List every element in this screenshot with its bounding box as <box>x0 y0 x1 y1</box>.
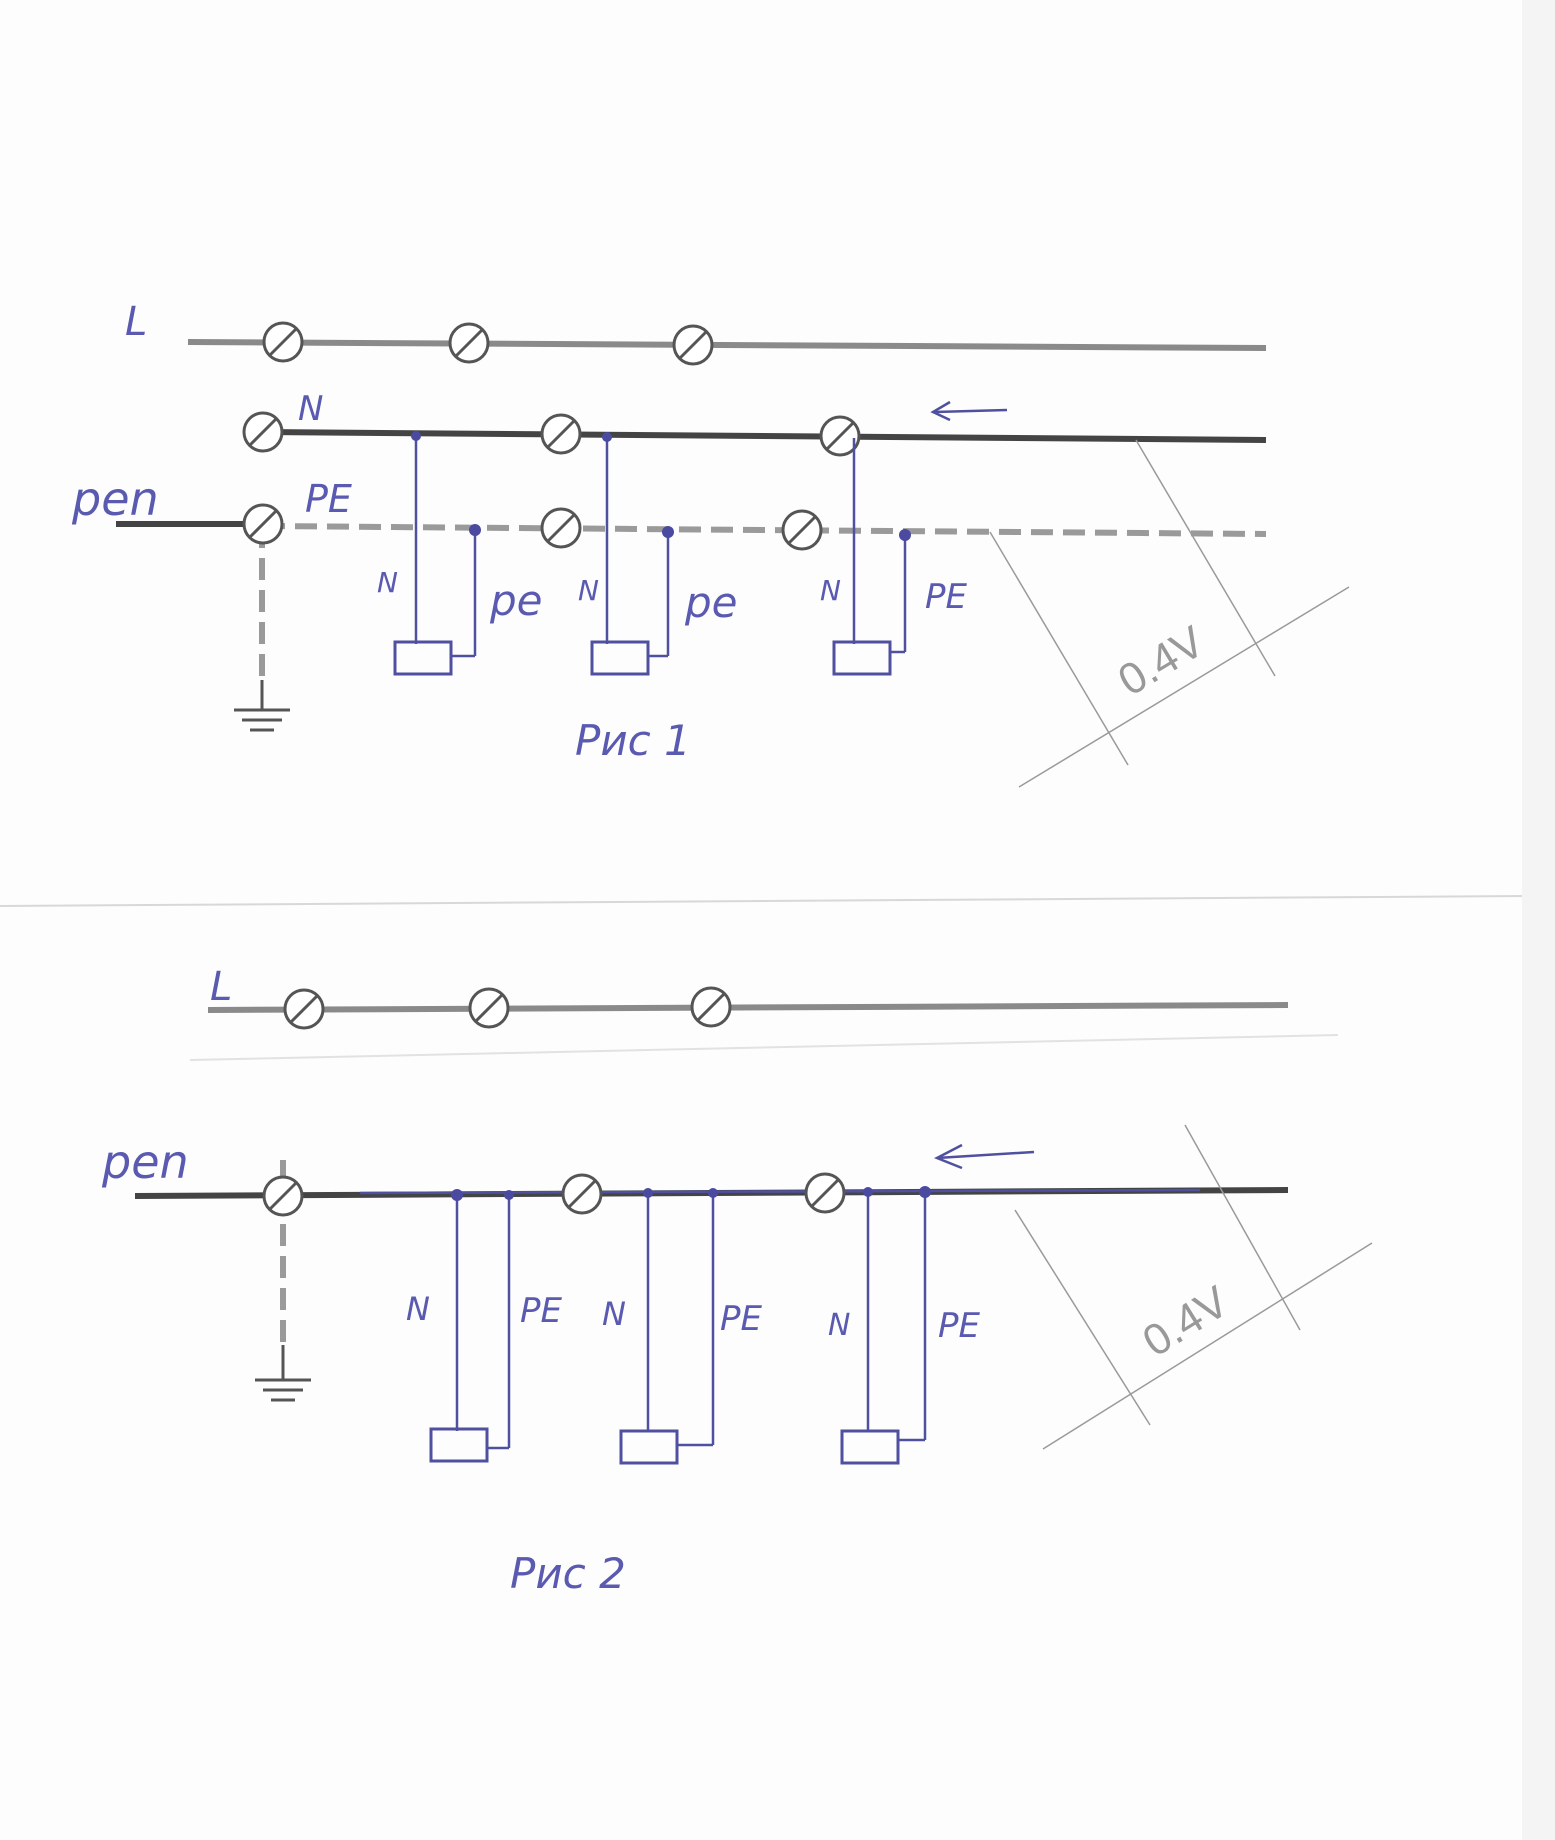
load-pe-label: PE <box>720 1299 763 1339</box>
terminal-icon <box>242 503 284 545</box>
load-pe-label: pe <box>489 576 543 625</box>
terminal-icon <box>242 411 284 453</box>
load-n-label: N <box>406 1290 430 1328</box>
terminal-icon <box>468 987 510 1029</box>
load-3: N PE <box>828 1186 981 1465</box>
load-pe-label: PE <box>520 1291 563 1331</box>
terminal-icon <box>283 988 325 1030</box>
terminal-icon <box>781 509 823 551</box>
ground-icon <box>255 1345 311 1402</box>
label-PEN: pen <box>101 1135 189 1189</box>
figure-2-caption: Рис 2 <box>510 1549 626 1598</box>
terminal-icon <box>262 321 304 363</box>
terminal-icon <box>448 322 490 364</box>
voltage-label: 0.4V <box>1134 1277 1237 1367</box>
terminal-icon <box>262 1175 304 1217</box>
page-divider <box>0 895 1526 907</box>
load-n-label: N <box>828 1308 850 1343</box>
load-n-label: N <box>820 574 841 607</box>
load-2: N pe <box>578 432 738 676</box>
load-3: N PE <box>820 438 968 676</box>
load-n-label: N <box>377 566 398 599</box>
label-PE: PE <box>305 477 352 521</box>
figure-1-tn-c-s: L N pen PE N pe <box>71 299 1350 788</box>
terminal-icon <box>804 1172 846 1214</box>
terminal-icon <box>540 507 582 549</box>
load-2: N PE <box>602 1188 763 1465</box>
line-N <box>262 429 1267 443</box>
label-L: L <box>210 964 232 1010</box>
load-pe-label: PE <box>938 1306 981 1346</box>
voltage-dimension: 0.4V <box>989 439 1350 788</box>
voltage-label: 0.4V <box>1110 617 1213 706</box>
label-L: L <box>125 299 147 345</box>
load-n-label: N <box>602 1295 626 1333</box>
ground-icon <box>234 680 290 732</box>
terminal-icon <box>690 986 732 1028</box>
figure-2-tn-c: L pen N PE <box>101 964 1373 1598</box>
load-1: N PE <box>406 1189 563 1463</box>
load-pe-label: pe <box>684 578 738 627</box>
voltage-dimension: 0.4V <box>1014 1124 1373 1450</box>
terminal-icon <box>561 1173 603 1215</box>
current-direction-arrow-icon <box>934 1143 1035 1170</box>
current-direction-arrow-icon <box>930 400 1008 422</box>
load-1: N pe <box>377 431 543 676</box>
terminal-icon <box>540 413 582 455</box>
load-pe-label: PE <box>925 577 968 617</box>
label-PEN: pen <box>71 472 159 526</box>
line-PE <box>262 523 1267 537</box>
line-L <box>207 1002 1289 1013</box>
load-n-label: N <box>578 574 599 607</box>
terminal-icon <box>672 324 714 366</box>
scan-edge <box>1522 0 1555 1840</box>
figure-1-caption: Рис 1 <box>575 716 691 765</box>
line-L <box>187 339 1267 351</box>
label-N: N <box>298 389 323 429</box>
fold-line <box>189 1034 1339 1061</box>
